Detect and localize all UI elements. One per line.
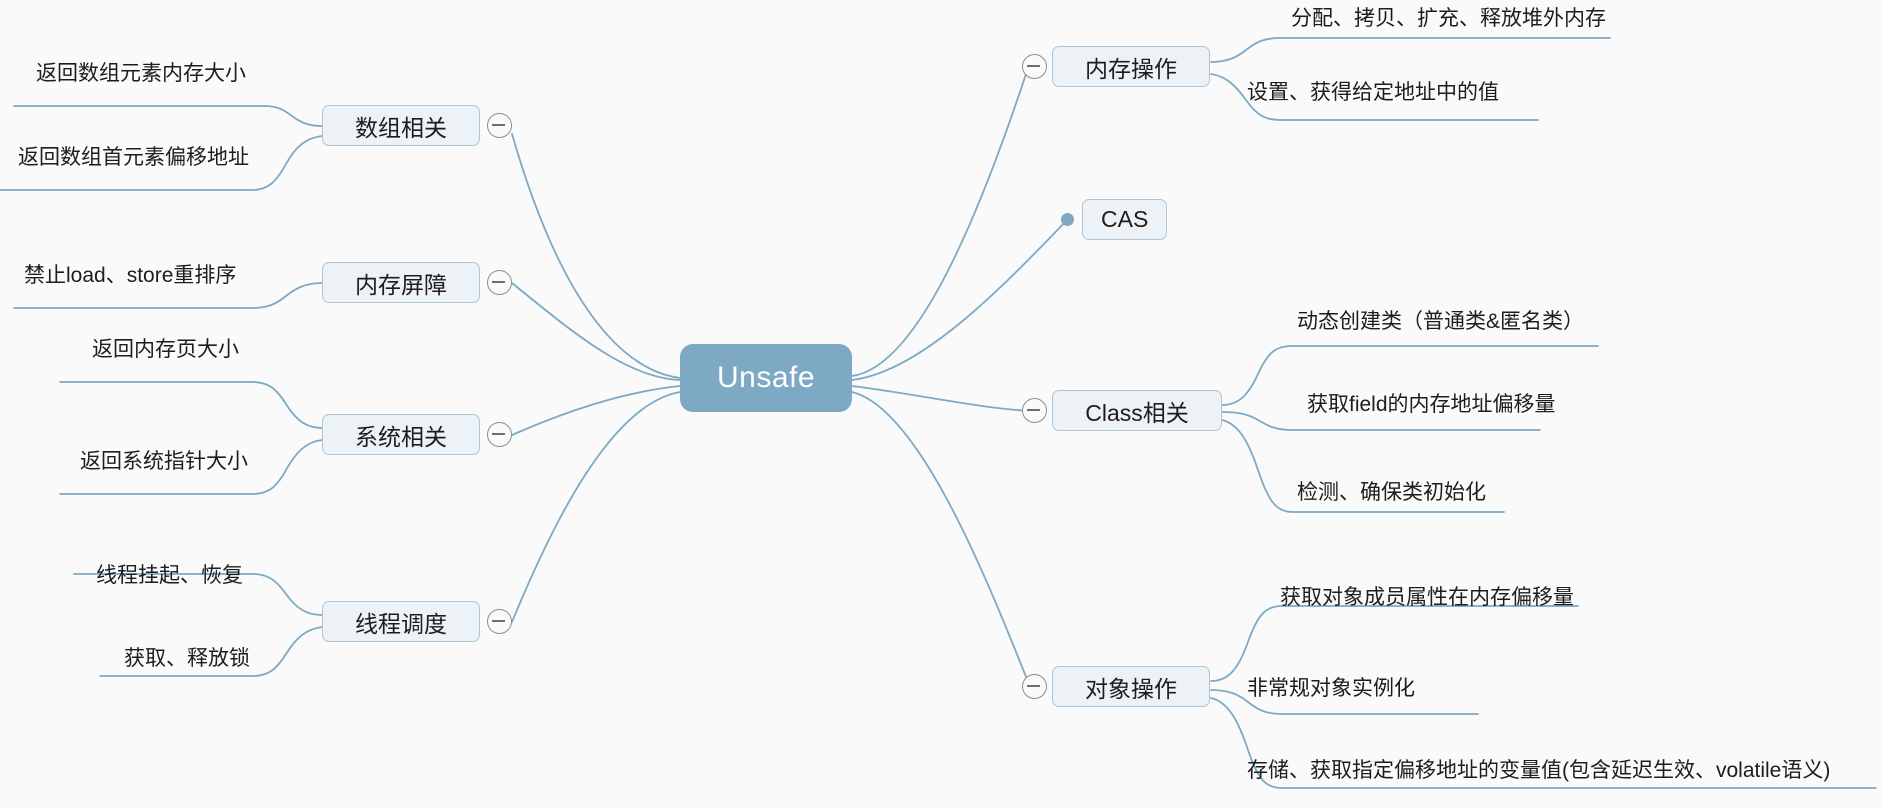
link-root-thread-scheduling (511, 391, 681, 623)
branch-node-array[interactable]: 数组相关 (322, 105, 480, 146)
link-root-memory-barrier (511, 282, 681, 381)
branch-node-system-label: 系统相关 (355, 423, 447, 450)
branch-node-memory-barrier[interactable]: 内存屏障 (322, 262, 480, 303)
collapse-minus-icon-object-ops[interactable] (1022, 674, 1047, 699)
collapse-minus-icon-memory-ops[interactable] (1022, 54, 1047, 79)
branch-node-object-ops[interactable]: 对象操作 (1052, 666, 1210, 707)
link-root-object-ops (851, 391, 1031, 688)
link-root-class (851, 385, 1031, 412)
leaf-label-memory-ops-1: 设置、获得给定地址中的值 (1247, 81, 1499, 104)
leaf-label-thread-0: 线程挂起、恢复 (96, 564, 243, 587)
root-node-label: Unsafe (716, 361, 816, 394)
branch-node-cas[interactable]: CAS (1082, 199, 1168, 240)
collapse-minus-icon-class[interactable] (1022, 398, 1047, 423)
leaf-label-object-ops-2: 存储、获取指定偏移地址的变量值(包含延迟生效、volatile语义) (1247, 759, 1831, 782)
leaf-label-object-ops-1: 非常规对象实例化 (1247, 677, 1415, 700)
link-objectops-child-0 (1210, 605, 1579, 682)
branch-node-class[interactable]: Class相关 (1052, 390, 1222, 431)
link-array-child-0 (13, 105, 323, 127)
link-root-array (511, 133, 681, 379)
leaf-label-class-1: 获取field的内存地址偏移量 (1307, 393, 1556, 416)
root-node[interactable]: Unsafe (680, 344, 852, 412)
collapse-minus-icon-array[interactable] (487, 113, 512, 138)
collapse-minus-icon-system[interactable] (487, 422, 512, 447)
leaf-label-system-0: 返回内存页大小 (92, 338, 239, 361)
leaf-label-class-2: 检测、确保类初始化 (1297, 481, 1486, 504)
leaf-label-memory-ops-0: 分配、拷贝、扩充、释放堆外内存 (1291, 7, 1606, 30)
branch-node-class-label: Class相关 (1085, 399, 1189, 426)
branch-node-memory-ops[interactable]: 内存操作 (1052, 46, 1210, 87)
leaf-label-array-1: 返回数组首元素偏移地址 (18, 146, 249, 169)
link-system-child-0 (59, 381, 323, 429)
branch-node-thread-scheduling[interactable]: 线程调度 (322, 601, 480, 642)
branch-node-system[interactable]: 系统相关 (322, 414, 480, 455)
collapse-minus-icon-thread-scheduling[interactable] (487, 609, 512, 634)
branch-node-thread-scheduling-label: 线程调度 (355, 610, 447, 637)
branch-node-array-label: 数组相关 (355, 114, 447, 141)
link-root-cas (851, 218, 1069, 381)
branch-node-memory-barrier-label: 内存屏障 (355, 271, 447, 298)
link-memoryops-child-0 (1210, 37, 1611, 63)
leaf-label-memory-barrier-0: 禁止load、store重排序 (24, 264, 237, 287)
leaf-label-thread-1: 获取、释放锁 (124, 647, 250, 670)
branch-node-cas-label: CAS (1101, 206, 1149, 232)
branch-node-memory-ops-label: 内存操作 (1085, 55, 1177, 82)
leaf-label-array-0: 返回数组元素内存大小 (36, 62, 246, 85)
leaf-label-object-ops-0: 获取对象成员属性在内存偏移量 (1280, 586, 1574, 609)
collapse-minus-icon-memory-barrier[interactable] (487, 270, 512, 295)
link-root-memory-ops (851, 67, 1029, 377)
leaf-dot-icon-cas (1061, 213, 1074, 226)
branch-node-object-ops-label: 对象操作 (1085, 675, 1177, 702)
leaf-label-system-1: 返回系统指针大小 (80, 450, 248, 473)
link-root-system (511, 385, 681, 436)
leaf-label-class-0: 动态创建类（普通类&匿名类） (1297, 310, 1585, 333)
